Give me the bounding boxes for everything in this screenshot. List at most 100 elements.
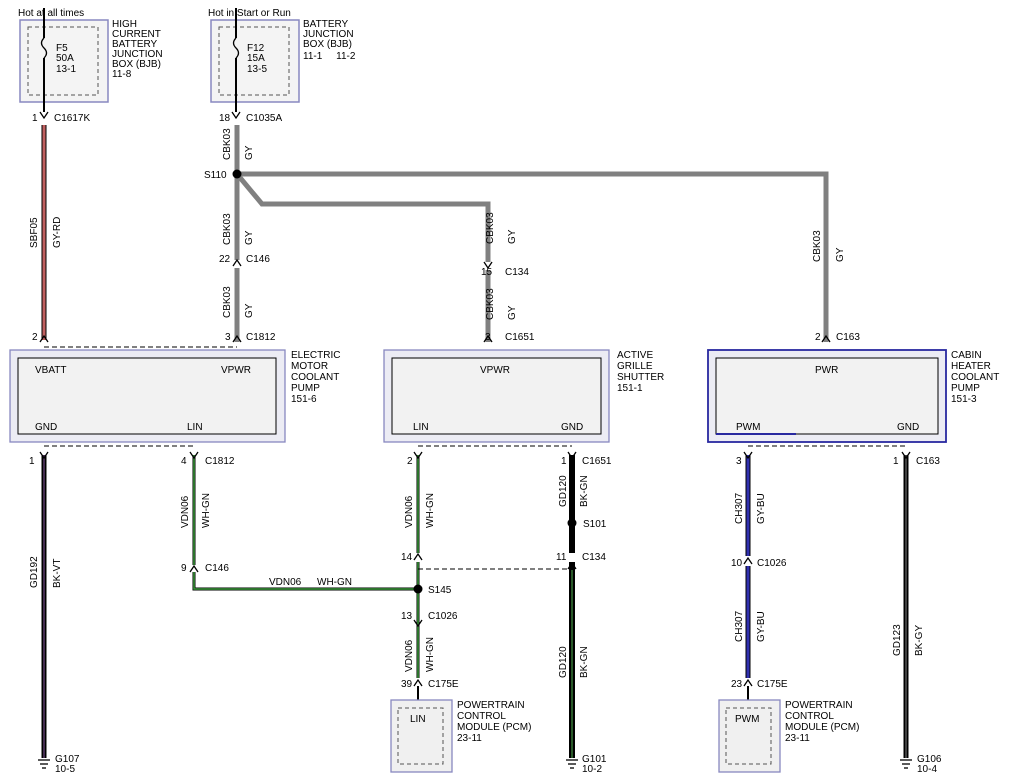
hot-in-start-run-label: Hot in Start or Run — [208, 8, 291, 19]
splice-s101: S101 — [583, 519, 607, 530]
ags-lin-pin: LIN — [413, 422, 429, 433]
pcm1-label-line: POWERTRAIN — [457, 700, 525, 711]
pin-number: 3 — [485, 332, 491, 343]
chcp-label-line: CABIN — [951, 350, 982, 361]
connector-id: C175E — [757, 679, 788, 690]
emcp-label-line: PUMP — [291, 383, 320, 394]
connector-id: C134 — [582, 552, 606, 563]
hcbjb-fuse-box: Hot at all times F5 50A 13-1 HIGH CURREN… — [18, 8, 163, 112]
emcp-vpwr-pin: VPWR — [221, 365, 251, 376]
connector-id: C1651 — [505, 332, 535, 343]
fuse-f12-name: F12 — [247, 43, 265, 54]
wire-circuit-label: GD120 — [558, 646, 569, 678]
wire-color-label: WH-GN — [201, 493, 212, 528]
wire-circuit-label: GD123 — [892, 624, 903, 656]
ags-label-line: SHUTTER — [617, 372, 664, 383]
chcp-pwr-pin: PWR — [815, 365, 838, 376]
chcp-label-line: COOLANT — [951, 372, 999, 383]
chcp-gnd-pin: GND — [897, 422, 919, 433]
fuse-f5-ref: 13-1 — [56, 64, 76, 75]
chcp-label-line: 151-3 — [951, 394, 977, 405]
wire-circuit-label: GD120 — [558, 475, 569, 507]
bjb-fuse-box: Hot in Start or Run F12 15A 13-5 BATTERY… — [208, 8, 356, 112]
wire-circuit-label: VDN06 — [404, 495, 415, 528]
wire-color-label: WH-GN — [425, 493, 436, 528]
connector-id: C146 — [205, 563, 229, 574]
electric-motor-coolant-pump: VBATT VPWR GND LIN ELECTRIC MOTOR COOLAN… — [9, 349, 340, 443]
splice-s110: S110 — [204, 170, 227, 181]
emcp-gnd-pin: GND — [35, 422, 57, 433]
wire-labels: SBF05 GY-RD CBK03 GY CBK03 GY CBK03 GY C… — [29, 128, 925, 678]
connector-marks — [39, 111, 911, 687]
pcm2-label-line: POWERTRAIN — [785, 700, 853, 711]
cabin-heater-coolant-pump: PWR PWM GND CABIN HEATER COOLANT PUMP 15… — [707, 349, 999, 443]
wire-color-label: WH-GN — [317, 577, 352, 588]
splices: S110 S101 S145 — [204, 169, 607, 596]
hcbjb-label-line: BOX (BJB) — [112, 59, 161, 70]
connector-dash-links — [44, 346, 906, 447]
pin-number: 4 — [181, 456, 187, 467]
pin-number: 14 — [401, 552, 413, 563]
wire-color-label: GY — [507, 305, 518, 320]
ground-g106-ref: 10-4 — [917, 764, 937, 775]
fuse-f5-rating: 50A — [56, 53, 74, 64]
wire-circuit-label: VDN06 — [404, 639, 415, 672]
wire-circuit-label: GD192 — [29, 556, 40, 588]
wire-circuit-label: CH307 — [734, 610, 745, 642]
hcbjb-label-line: CURRENT — [112, 29, 161, 40]
pin-number: 9 — [181, 563, 187, 574]
wire-color-label: GY-BU — [756, 493, 767, 524]
pcm2-label-line: 23-11 — [785, 733, 810, 744]
pin-number: 1 — [29, 456, 35, 467]
pcm2-label-line: MODULE (PCM) — [785, 722, 859, 733]
wire-circuit-label: VDN06 — [269, 577, 302, 588]
emcp-label-line: MOTOR — [291, 361, 328, 372]
wire-color-label: GY-BU — [756, 611, 767, 642]
connector-labels: 1 C1617K 18 C1035A 22 C146 2 3 C1812 15 … — [29, 113, 940, 690]
bjb-label-line: BATTERY — [303, 19, 349, 30]
wire-color-label: GY — [244, 145, 255, 160]
connector-id: C1026 — [757, 558, 787, 569]
ags-vpwr-pin: VPWR — [480, 365, 510, 376]
ground-g107: G107 10-5 — [38, 754, 80, 775]
ground-g101-label: G101 — [582, 754, 607, 765]
bjb-label-line: 11-1 11-2 — [303, 51, 356, 62]
pin-number: 1 — [561, 456, 567, 467]
pin-number: 13 — [401, 611, 413, 622]
connector-id: C1812 — [205, 456, 235, 467]
wire-circuit-label: CBK03 — [222, 213, 233, 245]
ground-g101: G101 10-2 — [566, 754, 607, 775]
pin-number: 3 — [225, 332, 231, 343]
ground-g107-ref: 10-5 — [55, 764, 75, 775]
fuse-f5-name: F5 — [56, 43, 68, 54]
pin-number: 3 — [736, 456, 742, 467]
hot-at-all-times-label: Hot at all times — [18, 8, 84, 19]
wire-circuit-label: SBF05 — [29, 217, 40, 248]
pin-number: 18 — [219, 113, 231, 124]
wire-circuit-label: CBK03 — [812, 230, 823, 262]
pcm-lin-pin: LIN — [410, 714, 426, 725]
connector-id: C1617K — [54, 113, 90, 124]
wire-color-label: GY — [244, 230, 255, 245]
splice-s110-dot — [232, 169, 242, 179]
ground-g101-ref: 10-2 — [582, 764, 602, 775]
connector-id: C163 — [836, 332, 860, 343]
pin-number: 15 — [481, 267, 493, 278]
wire-color-label: GY — [244, 303, 255, 318]
hcbjb-label-line: JUNCTION — [112, 49, 163, 60]
pin-number: 10 — [731, 558, 743, 569]
ags-label-line: GRILLE — [617, 361, 653, 372]
ags-label-line: 151-1 — [617, 383, 643, 394]
pin-number: 1 — [893, 456, 899, 467]
pin-number: 11 — [556, 552, 567, 563]
pcm-pwm-module: PWM POWERTRAIN CONTROL MODULE (PCM) 23-1… — [718, 699, 859, 773]
pin-number: 22 — [219, 254, 231, 265]
splice-s101-dot — [567, 518, 577, 528]
pin-number: 23 — [731, 679, 743, 690]
ground-g106-label: G106 — [917, 754, 942, 765]
connector-id: C1035A — [246, 113, 282, 124]
wire-circuit-label: CBK03 — [485, 288, 496, 320]
wire-color-label: GY-RD — [52, 217, 63, 248]
pcm1-label-line: 23-11 — [457, 733, 482, 744]
